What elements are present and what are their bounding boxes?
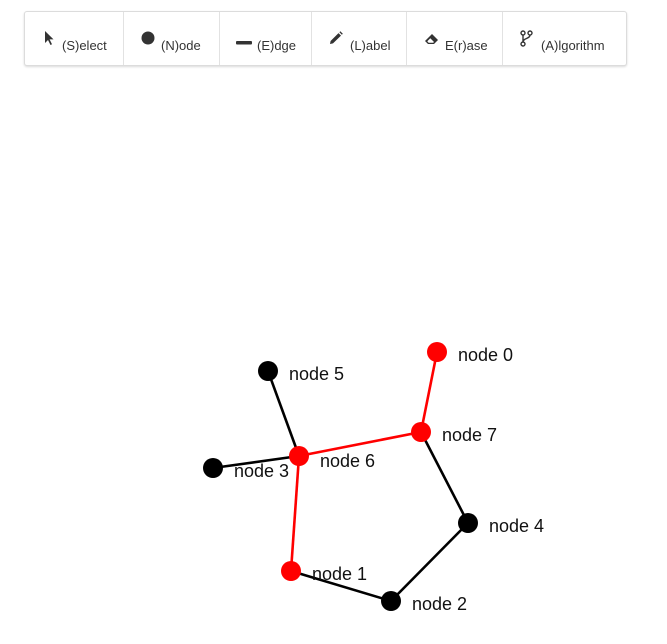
- node-label: node 5: [289, 364, 344, 384]
- nodes-layer: node 0 node 1 node 2 node 3 node 4 node 5 node…: [203, 342, 544, 614]
- node-circle[interactable]: [281, 561, 301, 581]
- node-label: node 3: [234, 461, 289, 481]
- graph-node-1[interactable]: node 1: [281, 561, 367, 584]
- tool-select[interactable]: (S)elect: [25, 12, 124, 65]
- node-circle[interactable]: [381, 591, 401, 611]
- graph-node-5[interactable]: node 5: [258, 361, 344, 384]
- edge-3-6[interactable]: [212, 454, 300, 470]
- node-circle[interactable]: [411, 422, 431, 442]
- edge-4-2[interactable]: [390, 522, 469, 602]
- graph-node-4[interactable]: node 4: [458, 513, 544, 536]
- tool-node[interactable]: (N)ode: [124, 12, 220, 65]
- edge-6-1[interactable]: [289, 455, 301, 572]
- node-circle[interactable]: [427, 342, 447, 362]
- tool-erase-label: E(r)ase: [445, 38, 488, 53]
- pencil-icon: [330, 31, 343, 44]
- dash-icon: [236, 41, 252, 45]
- node-circle[interactable]: [203, 458, 223, 478]
- tool-edge-label: (E)dge: [257, 38, 297, 53]
- edge-5-6[interactable]: [266, 370, 301, 457]
- tool-label-label: (L)abel: [350, 38, 391, 53]
- tool-node-label: (N)ode: [161, 38, 201, 53]
- graph-node-7[interactable]: node 7: [411, 422, 497, 445]
- circle-icon: [141, 31, 155, 45]
- tool-algorithm-label: (A)lgorithm: [541, 38, 605, 53]
- node-label: node 2: [412, 594, 467, 614]
- edge-2-1[interactable]: [290, 569, 392, 603]
- graph-node-0[interactable]: node 0: [427, 342, 513, 365]
- tool-erase[interactable]: E(r)ase: [407, 12, 503, 65]
- node-circle[interactable]: [458, 513, 478, 533]
- node-label: node 7: [442, 425, 497, 445]
- node-label: node 1: [312, 564, 367, 584]
- tool-label[interactable]: (L)abel: [312, 12, 407, 65]
- edge-7-4[interactable]: [419, 431, 470, 524]
- graph-node-3[interactable]: node 3: [203, 458, 289, 481]
- node-label: node 4: [489, 516, 544, 536]
- tool-edge[interactable]: (E)dge: [220, 12, 312, 65]
- tool-select-label: (S)elect: [62, 38, 107, 53]
- toolbar: (S)elect (N)ode (E)dge (L)abel E(r)ase: [24, 11, 627, 66]
- tool-algorithm[interactable]: (A)lgorithm: [503, 12, 628, 65]
- cursor-icon: [45, 31, 54, 45]
- edge-0-7[interactable]: [419, 351, 439, 433]
- node-circle[interactable]: [258, 361, 278, 381]
- edge-7-6[interactable]: [298, 430, 422, 458]
- node-circle[interactable]: [289, 446, 309, 466]
- graph-node-2[interactable]: node 2: [381, 591, 467, 614]
- eraser-icon: [425, 34, 438, 44]
- edges-layer: [212, 351, 470, 603]
- node-label: node 6: [320, 451, 375, 471]
- node-label: node 0: [458, 345, 513, 365]
- graph-node-6[interactable]: node 6: [289, 446, 375, 471]
- branch-icon: [520, 30, 533, 47]
